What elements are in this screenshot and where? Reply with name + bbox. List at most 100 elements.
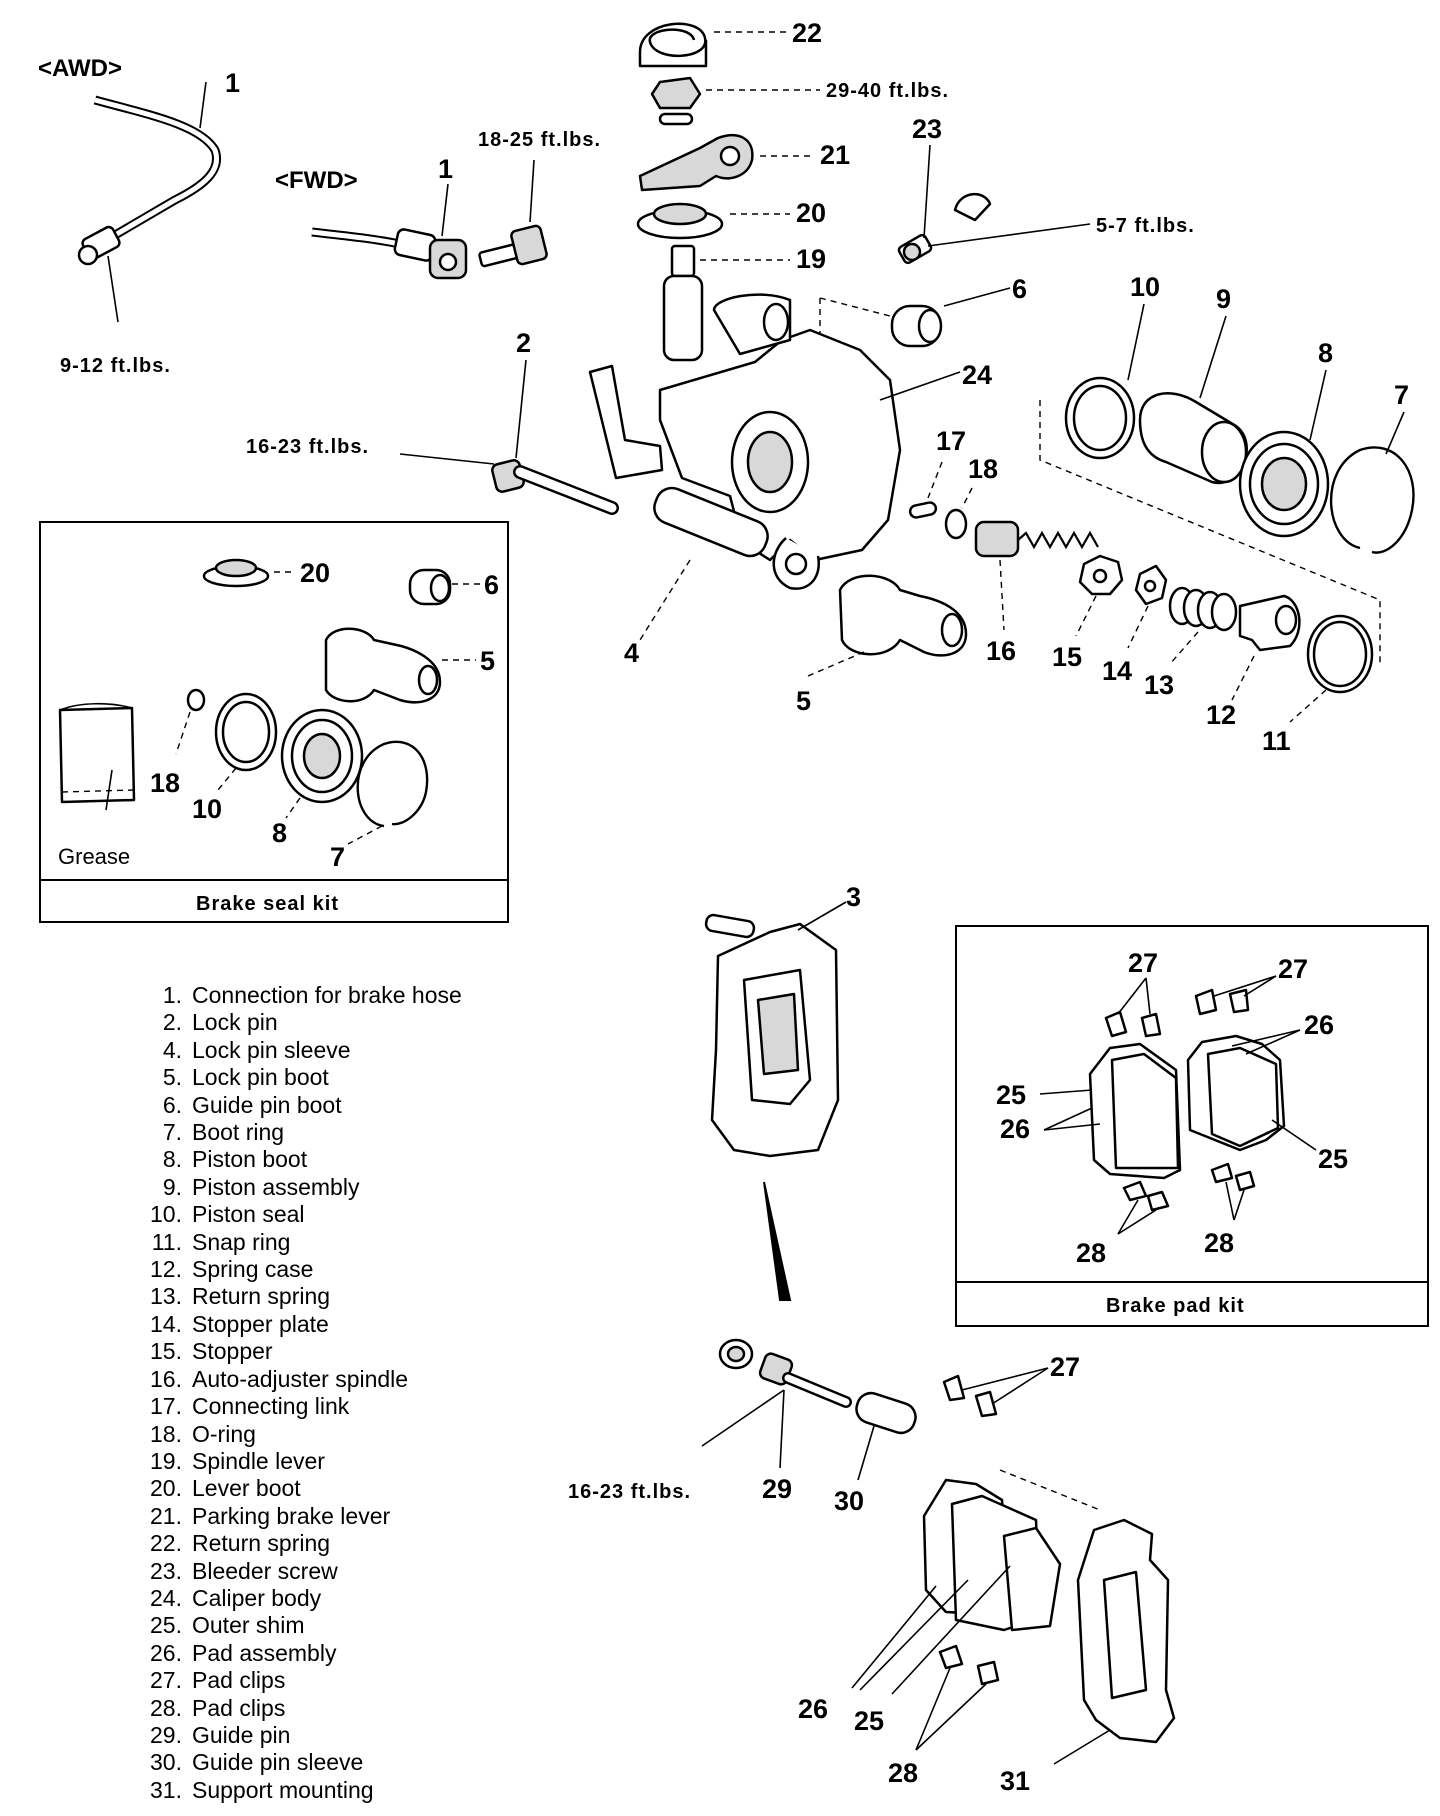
return-spring-22 xyxy=(638,22,786,68)
legend-item: 15.Stopper xyxy=(140,1338,580,1365)
stopper-plate-14 xyxy=(1127,564,1168,649)
spring-case-12 xyxy=(1231,594,1301,701)
callout-17: 17 xyxy=(936,426,966,456)
callout-28-padkit-left: 28 xyxy=(1076,1238,1106,1268)
callout-25-padkit-left: 25 xyxy=(996,1080,1026,1110)
legend-item-number: 21. xyxy=(150,1502,182,1529)
legend-item-name: Lock pin boot xyxy=(192,1064,329,1091)
padkit-pad-clips-28-left xyxy=(1117,1180,1170,1235)
lock-pin-boot-5 xyxy=(807,574,968,677)
guide-pin-29 xyxy=(701,1352,852,1469)
kit-grease-packet xyxy=(58,702,136,811)
callout-6-kit: 6 xyxy=(484,570,499,600)
legend-item: 20.Lever boot xyxy=(140,1475,580,1502)
legend-item-number: 1. xyxy=(162,982,182,1008)
callout-18: 18 xyxy=(968,454,998,484)
legend-item: 7.Boot ring xyxy=(140,1119,580,1146)
legend-item-name: Auto-adjuster spindle xyxy=(192,1365,409,1392)
piston-seal-10 xyxy=(1064,303,1145,460)
callout-20: 20 xyxy=(796,198,826,228)
guide-pin-boot-cap xyxy=(718,1338,754,1370)
kit-o-ring-18 xyxy=(175,688,206,755)
callout-7: 7 xyxy=(1394,380,1409,410)
caliper-body-24 xyxy=(588,293,961,590)
legend-item: 14.Stopper plate xyxy=(140,1311,580,1338)
auto-adjuster-spindle-16 xyxy=(974,520,1099,631)
legend-item: 1.Connection for brake hose xyxy=(140,982,580,1009)
legend-item: 30. Guide pin sleeve xyxy=(140,1749,580,1776)
padkit-pad-clips-27-right xyxy=(1194,975,1277,1016)
callout-27-lower: 27 xyxy=(1050,1352,1080,1382)
legend-item-number: 27. xyxy=(150,1667,182,1694)
kit-piston-seal-10 xyxy=(214,692,278,791)
guide-pin-sleeve-30 xyxy=(855,1391,917,1481)
callout-18-kit: 18 xyxy=(150,768,180,798)
callout-26-lower: 26 xyxy=(798,1694,828,1724)
legend-item-number: 31. xyxy=(150,1776,182,1803)
callout-10-kit: 10 xyxy=(192,794,222,824)
lower-pad-assembly-26 xyxy=(851,1478,1062,1695)
brake-pad-kit-title: Brake pad kit xyxy=(1106,1295,1245,1317)
callout-8: 8 xyxy=(1318,338,1333,368)
callout-27-padkit-left: 27 xyxy=(1128,948,1158,978)
legend-item-name: Pad clips xyxy=(192,1694,286,1721)
legend-item-number: 10. xyxy=(150,1201,182,1228)
legend-item-number: 30. xyxy=(150,1749,182,1776)
snap-ring-11 xyxy=(1289,614,1374,723)
callout-30: 30 xyxy=(834,1486,864,1516)
pad-clips-27-lower xyxy=(942,1367,1049,1418)
legend-item-name: Pad clips xyxy=(192,1667,286,1694)
legend-item-number: 11. xyxy=(151,1228,182,1255)
callout-11: 11 xyxy=(1262,726,1291,756)
kit-boot-ring-7 xyxy=(347,740,429,845)
legend-item: 9.Piston assembly xyxy=(140,1174,580,1201)
boot-ring-7 xyxy=(1329,411,1415,554)
padkit-pad-assembly-left xyxy=(1039,1042,1182,1180)
callout-26-padkit-left: 26 xyxy=(1000,1114,1030,1144)
torque-lever-nut: 29-40 ft.lbs. xyxy=(826,80,949,102)
torque-lock-pin: 16-23 ft.lbs. xyxy=(246,436,369,458)
legend-item-name: Pad assembly xyxy=(192,1639,337,1666)
legend-item-name: Guide pin xyxy=(192,1721,291,1748)
parking-brake-lever-21 xyxy=(638,134,814,192)
piston-assembly-9 xyxy=(1138,315,1248,485)
kit-piston-boot-8 xyxy=(280,708,364,819)
piston-group-outline xyxy=(1039,400,1381,666)
legend-item: 2.Lock pin xyxy=(140,1009,580,1036)
legend-item-number: 28. xyxy=(150,1694,182,1721)
legend-item-name: Guide pin boot xyxy=(192,1091,342,1118)
callout-10: 10 xyxy=(1130,272,1160,302)
callout-5: 5 xyxy=(796,686,811,716)
piston-boot-8 xyxy=(1238,369,1330,538)
fwd-brake-hose xyxy=(311,183,468,280)
padkit-pad-clips-28-right xyxy=(1210,1162,1256,1221)
callout-1-awd: 1 xyxy=(225,68,240,98)
legend-item-number: 2. xyxy=(162,1009,182,1036)
legend-item: 26.Pad assembly xyxy=(140,1640,580,1667)
legend-item-name: Stopper plate xyxy=(192,1310,329,1337)
legend-item: 28. Pad clips xyxy=(140,1695,580,1722)
kit-lock-pin-boot-5 xyxy=(324,627,476,704)
legend-item-name: Return spring xyxy=(192,1530,331,1557)
callout-3: 3 xyxy=(846,882,861,912)
callout-7-kit: 7 xyxy=(330,842,345,872)
legend-item: 17.Connecting link xyxy=(140,1393,580,1420)
stopper-15 xyxy=(1075,554,1124,637)
legend-item: 5.Lock pin boot xyxy=(140,1064,580,1091)
legend-item-name: O-ring xyxy=(192,1420,256,1447)
fwd-variant-label: <FWD> xyxy=(275,167,358,194)
callout-5-kit: 5 xyxy=(480,646,495,676)
legend-item: 18.O-ring xyxy=(140,1421,580,1448)
legend-item-name: Piston seal xyxy=(192,1201,305,1228)
lever-boot-20 xyxy=(636,202,790,240)
legend-item-name: Guide pin sleeve xyxy=(192,1749,364,1776)
o-ring-18 xyxy=(944,487,973,540)
callout-20-kit: 20 xyxy=(300,558,330,588)
grease-label: Grease xyxy=(58,844,130,869)
lever-nut xyxy=(650,76,820,126)
callout-13: 13 xyxy=(1144,670,1174,700)
callout-14: 14 xyxy=(1102,656,1132,686)
legend-item: 8.Piston boot xyxy=(140,1146,580,1173)
legend-item-number: 16. xyxy=(150,1365,182,1392)
kit-guide-pin-boot-6 xyxy=(408,568,480,606)
